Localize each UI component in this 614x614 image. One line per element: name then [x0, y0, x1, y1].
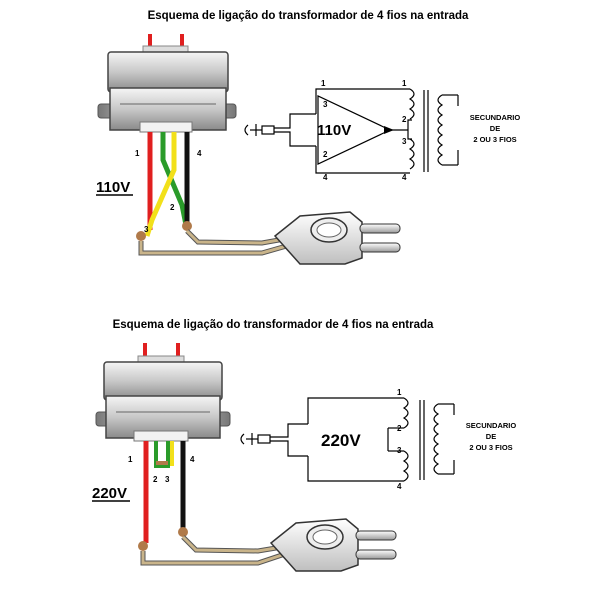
- top-secondary-line1: SECUNDARIO: [470, 113, 521, 122]
- top-title: Esquema de ligação do transformador de 4…: [148, 10, 469, 22]
- bottom-secondary-line2: DE: [486, 432, 496, 441]
- bottom-voltage-label: 220V: [92, 485, 127, 502]
- bottom-wire-label-1: 1: [128, 455, 133, 464]
- top-power-plug: [273, 211, 401, 265]
- top-primary-wires: [136, 132, 192, 241]
- bottom-solder-joint-left: [138, 541, 148, 551]
- bottom-sch-label-s2: 2: [397, 424, 402, 433]
- bottom-schematic-voltage: 220V: [321, 431, 361, 450]
- bottom-secondary-leads: [137, 343, 185, 365]
- top-wire-label-4: 4: [197, 149, 202, 158]
- top-solder-joint-right: [182, 221, 192, 231]
- bottom-wire-label-3: 3: [165, 475, 170, 484]
- bottom-power-plug: [269, 518, 397, 572]
- top-section: Esquema de ligação do transformador de 4…: [96, 10, 521, 265]
- top-voltage-label: 110V: [96, 179, 130, 196]
- top-transformer: [97, 51, 237, 133]
- bottom-sch-label-s1: 1: [397, 388, 402, 397]
- top-schematic: [244, 88, 459, 174]
- top-sch-label-s2: 2: [402, 115, 407, 124]
- bottom-transformer: [95, 361, 231, 442]
- bottom-title: Esquema de ligação do transformador de 4…: [113, 319, 434, 331]
- top-sch-label-s1: 1: [402, 79, 407, 88]
- bottom-wire-label-2: 2: [153, 475, 158, 484]
- top-schematic-voltage: 110V: [317, 122, 351, 139]
- bottom-sch-label-s3: 3: [397, 446, 402, 455]
- top-sch-label-p1: 1: [321, 79, 326, 88]
- bottom-secondary-line3: 2 OU 3 FIOS: [469, 443, 512, 452]
- top-sch-label-s3: 3: [402, 137, 407, 146]
- bottom-secondary-line1: SECUNDARIO: [466, 421, 517, 430]
- top-secondary-line2: DE: [490, 124, 500, 133]
- bottom-wire-label-4: 4: [190, 455, 195, 464]
- bottom-sch-label-s4: 4: [397, 482, 402, 491]
- top-power-cord: [138, 229, 291, 256]
- top-solder-joint-left: [136, 231, 146, 241]
- top-sch-label-p4: 4: [323, 173, 328, 182]
- bottom-primary-wires: [138, 441, 188, 551]
- top-secondary-line3: 2 OU 3 FIOS: [473, 135, 516, 144]
- top-secondary-leads: [142, 34, 189, 55]
- top-wire-label-1: 1: [135, 149, 140, 158]
- top-wire-label-3: 3: [144, 225, 149, 234]
- bottom-power-cord: [140, 535, 289, 566]
- bottom-schematic: [240, 397, 455, 482]
- top-sch-label-p3: 3: [323, 100, 328, 109]
- top-wire-label-2: 2: [170, 203, 175, 212]
- top-sch-label-p2: 2: [323, 150, 328, 159]
- bottom-section: Esquema de ligação do transformador de 4…: [92, 319, 517, 572]
- top-sch-label-s4: 4: [402, 173, 407, 182]
- bottom-solder-joint-right: [178, 527, 188, 537]
